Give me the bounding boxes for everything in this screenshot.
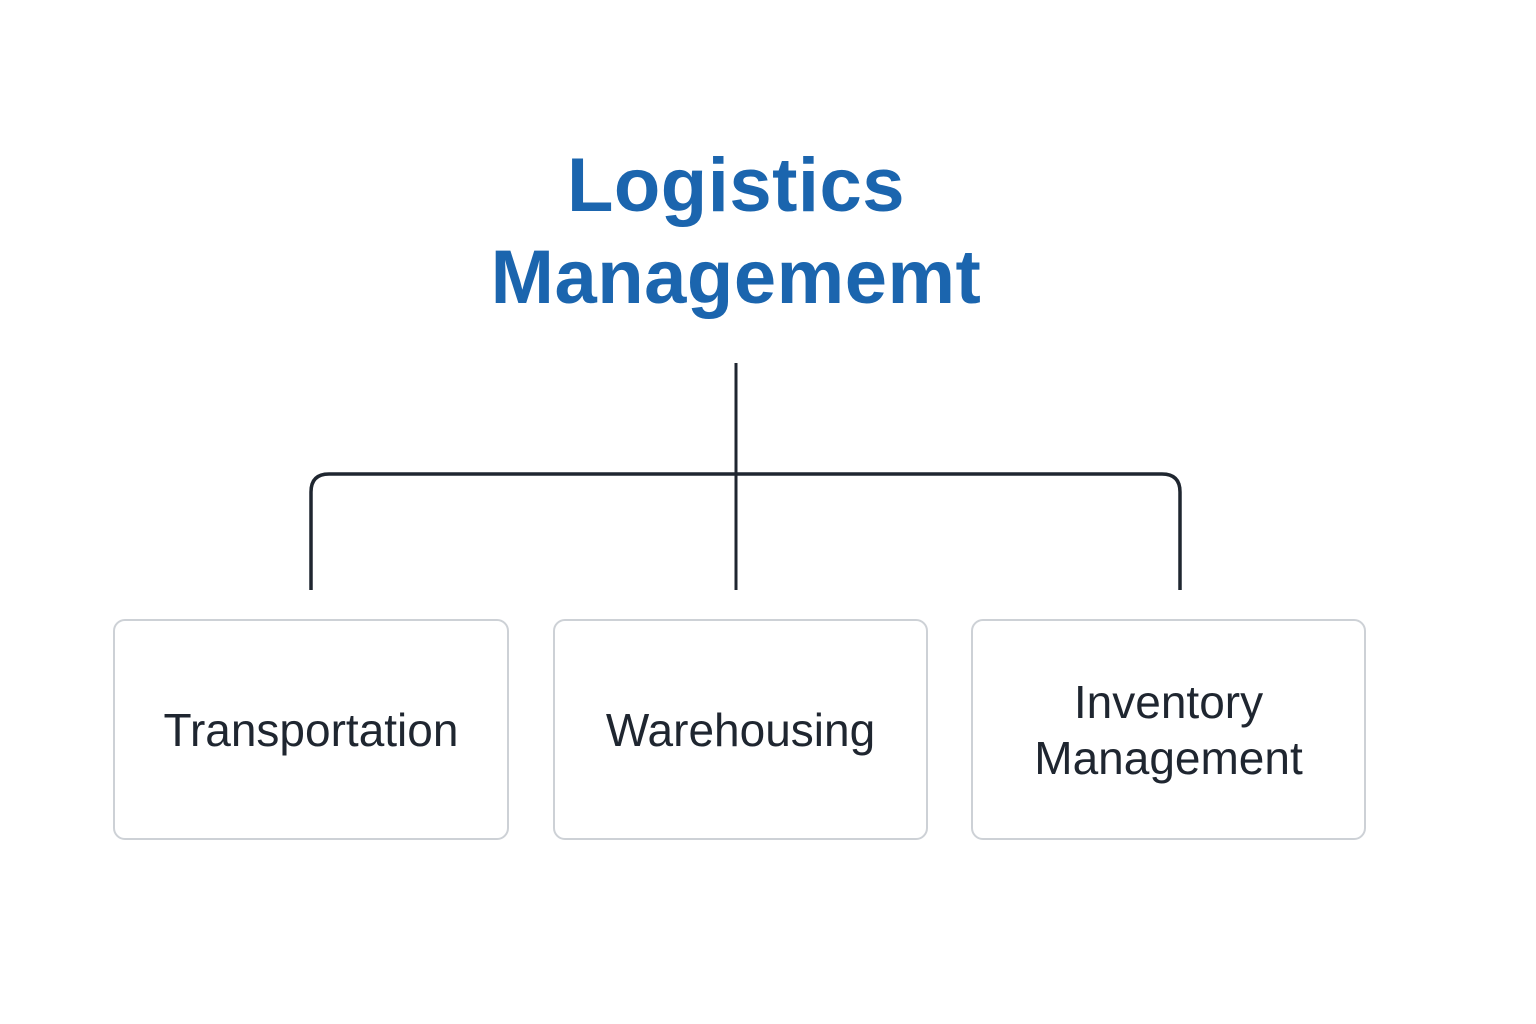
node-label-line-2: Management xyxy=(1034,731,1303,784)
child-node-warehousing[interactable]: Warehousing xyxy=(553,619,928,840)
root-title-line-1: Logistics xyxy=(566,143,906,228)
node-label-line-1: Inventory xyxy=(1073,675,1264,728)
node-label-line: Warehousing xyxy=(605,703,876,756)
node-label-line: Transportation xyxy=(163,703,459,756)
child-node-transportation[interactable]: Transportation xyxy=(113,619,509,840)
connector-horizontal-bar xyxy=(309,472,1182,590)
child-node-inventory-management[interactable]: Inventory Management xyxy=(971,619,1366,840)
root-node-title: Logistics Managememt xyxy=(436,140,1036,324)
root-title-line-2: Managememt xyxy=(490,235,982,320)
